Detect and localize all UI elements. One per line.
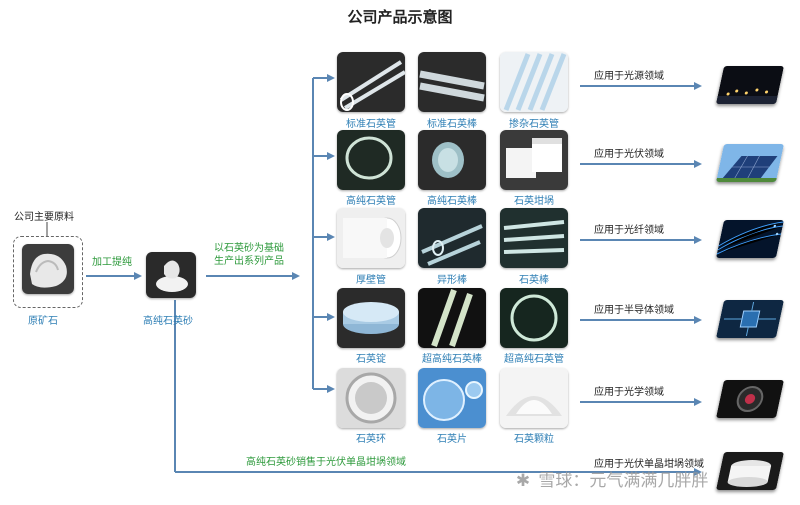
product-image-wafer <box>418 368 486 428</box>
product-image-thick-wall-tube <box>337 208 405 268</box>
product-caption: 厚壁管 <box>356 275 386 286</box>
product-image-crucible <box>500 130 568 190</box>
product-caption: 标准石英棒 <box>427 119 477 130</box>
watermark: ✱ 雪球：元气满满几胖胖 <box>513 466 709 491</box>
application-label: 应用于光伏领域 <box>594 149 664 160</box>
product-caption: 高纯石英棒 <box>427 196 477 207</box>
product-image-high-purity-tube <box>337 130 405 190</box>
product-image-quartz-rod <box>500 208 568 268</box>
raw-ore-image <box>22 244 74 294</box>
light-source-image <box>715 66 785 104</box>
product-image-ring <box>337 368 405 428</box>
product-caption: 石英锭 <box>356 354 386 365</box>
raw-material-label: 原矿石 <box>28 316 58 327</box>
product-caption: 超高纯石英管 <box>504 354 564 365</box>
product-caption: 异形棒 <box>437 275 467 286</box>
product-caption: 标准石英管 <box>346 119 396 130</box>
product-image-granules <box>500 368 568 428</box>
raw-material-heading: 公司主要原料 <box>14 212 74 223</box>
product-caption: 石英坩埚 <box>514 196 554 207</box>
product-image-standard-rod <box>418 52 486 112</box>
watermark-text: 雪球：元气满满几胖胖 <box>538 471 709 491</box>
product-caption: 石英片 <box>437 434 467 445</box>
bottom-sales-label: 高纯石英砂销售于光伏单晶坩埚领域 <box>246 457 406 468</box>
application-label: 应用于半导体领域 <box>594 305 674 316</box>
product-caption: 石英颗粒 <box>514 434 554 445</box>
application-label: 应用于光纤领域 <box>594 225 664 236</box>
optical-fiber-image <box>715 220 785 258</box>
photovoltaic-image <box>715 144 785 182</box>
diagram-title: 公司产品示意图 <box>347 8 453 26</box>
sand-image <box>146 252 196 298</box>
product-caption: 掺杂石英管 <box>509 119 559 130</box>
sand-label: 高纯石英砂 <box>143 316 193 327</box>
watermark-logo-icon: ✱ <box>515 471 531 491</box>
crucible-application-image <box>715 452 785 490</box>
product-image-ultra-pure-rod <box>418 288 486 348</box>
base-label-line2: 生产出系列产品 <box>214 256 284 267</box>
product-caption: 超高纯石英棒 <box>422 354 482 365</box>
product-image-high-purity-rod <box>418 130 486 190</box>
semiconductor-image <box>715 300 785 338</box>
product-image-standard-tube <box>337 52 405 112</box>
base-label-line1: 以石英砂为基础 <box>214 243 284 254</box>
raw-material-box <box>13 236 83 308</box>
optics-image <box>715 380 785 418</box>
application-label: 应用于光学领域 <box>594 387 664 398</box>
product-image-ultra-pure-tube <box>500 288 568 348</box>
product-caption: 高纯石英管 <box>346 196 396 207</box>
process-label: 加工提纯 <box>92 257 132 268</box>
application-label: 应用于光伏单晶坩埚领域 <box>594 459 704 470</box>
product-image-ingot <box>337 288 405 348</box>
application-label: 应用于光源领域 <box>594 71 664 82</box>
product-image-doped-tube <box>500 52 568 112</box>
product-image-shaped-rod <box>418 208 486 268</box>
product-caption: 石英环 <box>356 434 386 445</box>
product-caption: 石英棒 <box>519 275 549 286</box>
